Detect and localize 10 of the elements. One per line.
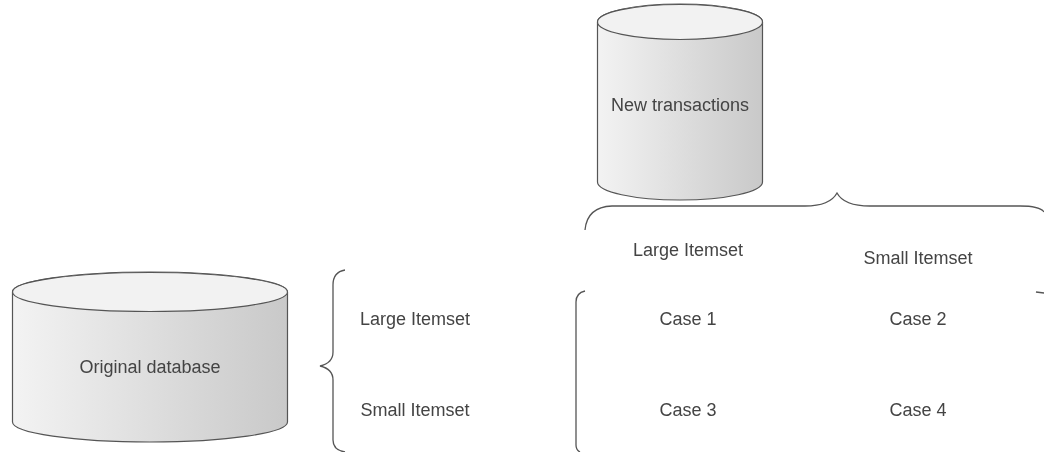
case-label: Case 3 <box>659 400 717 421</box>
itemset-label: Large Itemset <box>359 309 471 330</box>
case-label: Case 4 <box>889 400 947 421</box>
itemset-label: Small Itemset <box>863 248 973 269</box>
node-label: Original database <box>78 357 222 378</box>
case-label: Case 2 <box>889 309 947 330</box>
node-label: New transactions <box>609 95 751 116</box>
case-label: Case 1 <box>659 309 717 330</box>
itemset-label: Small Itemset <box>360 400 470 421</box>
itemset-label: Large Itemset <box>632 240 744 261</box>
